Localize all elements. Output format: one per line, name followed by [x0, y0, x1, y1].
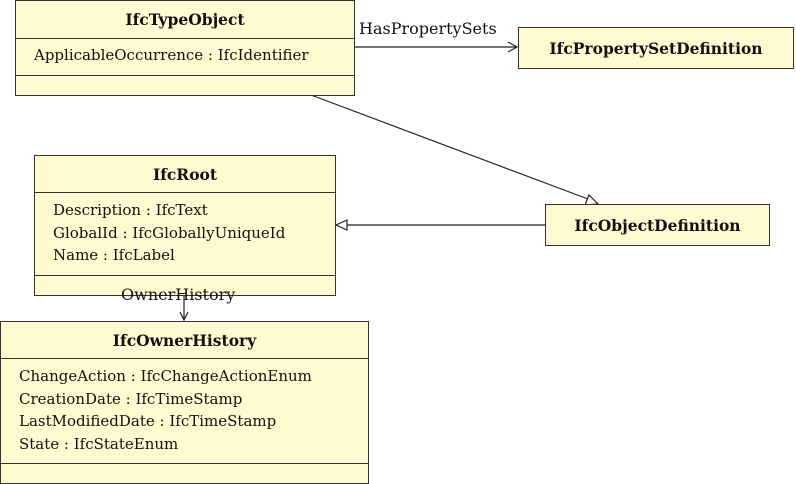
attribute: CreationDate : IfcTimeStamp [19, 389, 243, 408]
class-ifc-type-object[interactable]: IfcTypeObject ApplicableOccurrence : Ifc… [15, 0, 355, 96]
generalization-line-type-object [310, 94, 589, 200]
attribute: Name : IfcLabel [53, 246, 175, 264]
open-arrow-icon [179, 311, 189, 322]
class-name: IfcOwnerHistory [1, 322, 368, 359]
owner-history-label: OwnerHistory [121, 285, 236, 304]
class-name: IfcTypeObject [16, 1, 354, 39]
hollow-triangle-icon [334, 219, 348, 231]
class-ifc-object-definition[interactable]: IfcObjectDefinition [545, 204, 770, 246]
class-ifc-property-set-definition[interactable]: IfcPropertySetDefinition [518, 27, 794, 69]
attribute: ChangeAction : IfcChangeActionEnum [19, 367, 312, 385]
attribute: ApplicableOccurrence : IfcIdentifier [34, 46, 309, 64]
attribute: GlobalId : IfcGloballyUniqueId [53, 223, 286, 242]
open-arrow-icon [507, 41, 519, 53]
attribute: State : IfcStateEnum [19, 434, 179, 453]
attribute: Description : IfcText [53, 201, 208, 219]
class-name: IfcObjectDefinition [574, 215, 741, 235]
class-ifc-root[interactable]: IfcRoot Description : IfcText GlobalId :… [34, 155, 336, 296]
class-name: IfcPropertySetDefinition [549, 38, 763, 58]
attribute-list: ChangeAction : IfcChangeActionEnum Creat… [1, 359, 368, 464]
class-ifc-owner-history[interactable]: IfcOwnerHistory ChangeAction : IfcChange… [0, 321, 369, 484]
has-property-sets-label: HasPropertySets [359, 19, 497, 38]
attribute-list: Description : IfcText GlobalId : IfcGlob… [35, 193, 335, 276]
attribute-list: ApplicableOccurrence : IfcIdentifier [16, 39, 354, 76]
class-name: IfcRoot [35, 156, 335, 193]
attribute: LastModifiedDate : IfcTimeStamp [19, 412, 277, 430]
